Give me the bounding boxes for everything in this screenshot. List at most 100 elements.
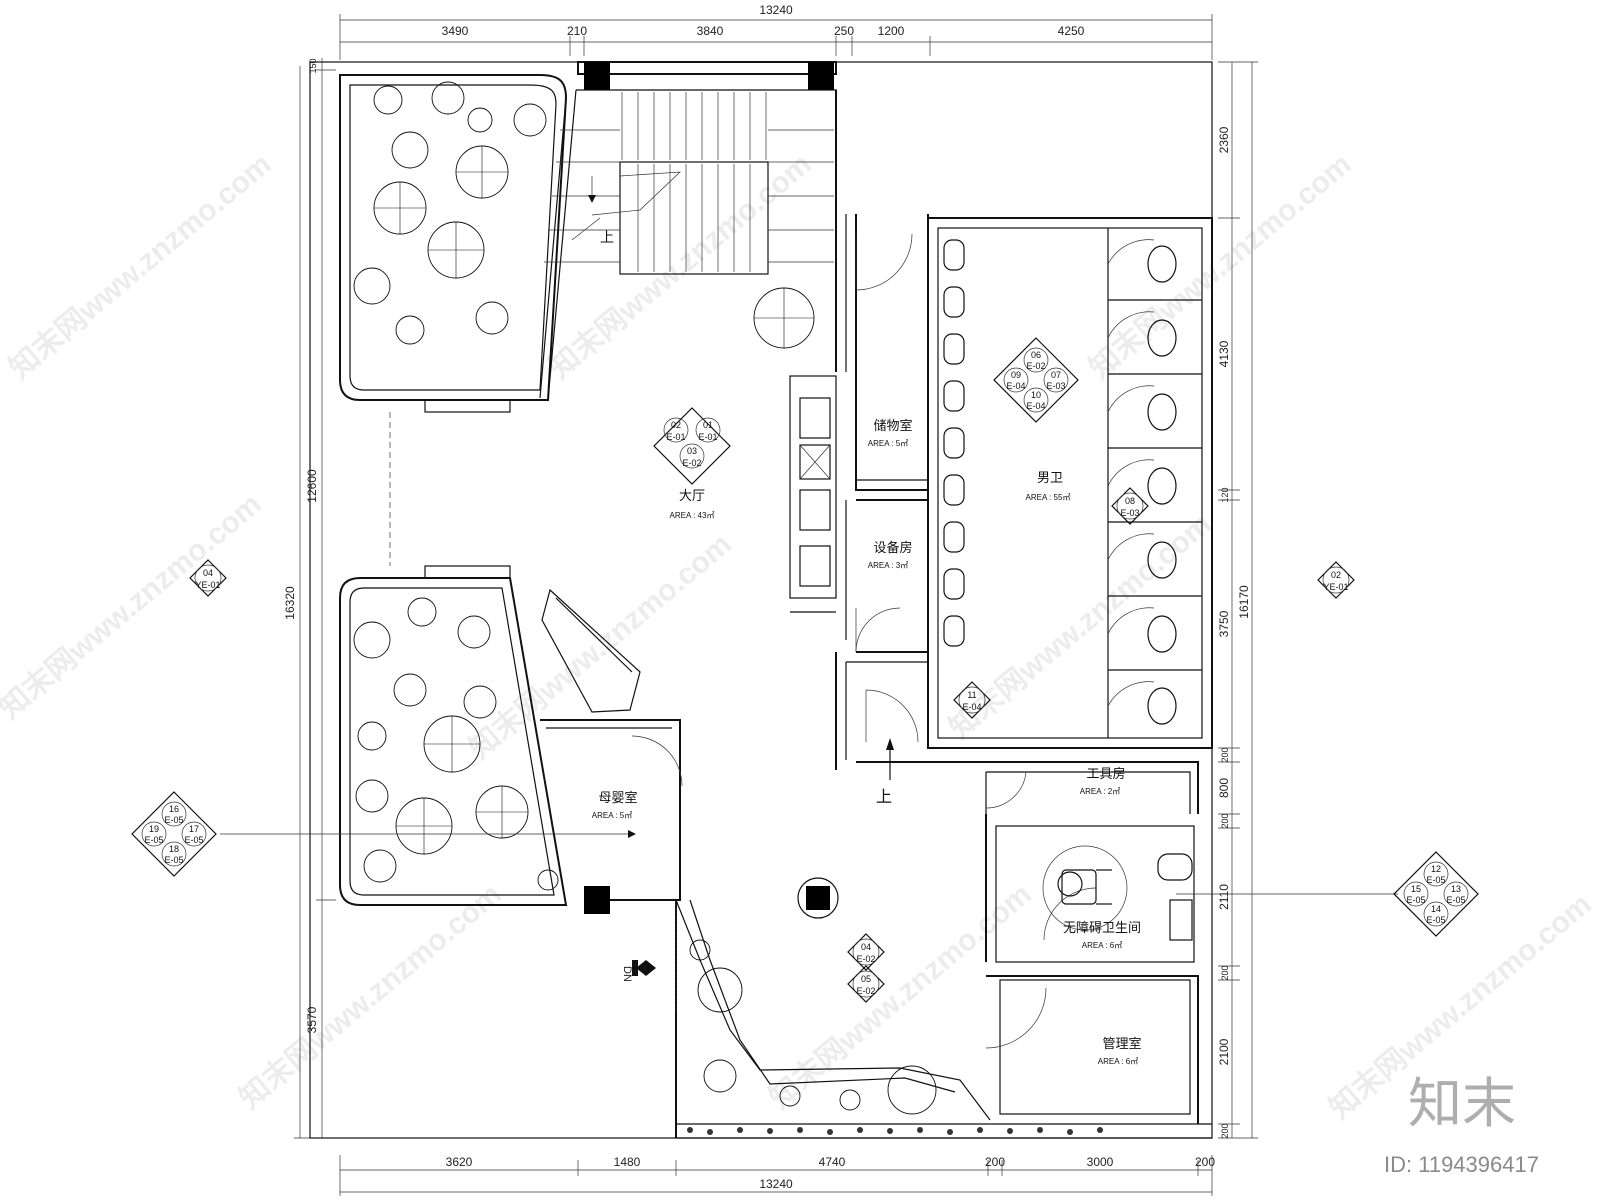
room-area: AREA : 3㎡ (868, 561, 908, 570)
dim-bottom: 4740 (819, 1155, 846, 1169)
left-dimensions: 16320 150 12600 3570 (283, 58, 336, 1139)
room-area: AREA : 6㎡ (1098, 1057, 1138, 1066)
tag-text: E-03 (1046, 381, 1065, 391)
entry-up-label: 上 (876, 787, 892, 806)
tag-text: 04 (861, 942, 871, 952)
tag-text: E-05 (164, 855, 183, 865)
tag-text: 10 (1031, 390, 1041, 400)
tag-text: 02 (1331, 570, 1341, 580)
room-area: AREA : 6㎡ (1082, 941, 1122, 950)
section-tags: 02 E-01 01 E-01 03 E-02 06 E-02 09 E-04 … (131, 337, 1479, 1003)
stair-label-up: 上 (600, 230, 614, 246)
tag-text: 09 (1011, 370, 1021, 380)
watermark: 知末网www.znzmo.com (463, 528, 737, 766)
entry-down-label: DN (621, 966, 633, 982)
room-area: AREA : 5㎡ (592, 811, 632, 820)
wheelchair-icon (1042, 845, 1128, 931)
watermarks: 知末网www.znzmo.com 知末网www.znzmo.com 知末网www… (0, 148, 1598, 1126)
watermark: 知末网www.znzmo.com (3, 148, 277, 386)
tag-text: E-05 (1446, 895, 1465, 905)
bottom-dimensions: 3620 1480 4740 200 3000 200 13240 (339, 1155, 1215, 1196)
tag-text: E-01 (666, 432, 685, 442)
dim-right: 2110 (1217, 884, 1231, 910)
room-name: 男卫 (1037, 471, 1063, 486)
building-walls: 上 (309, 61, 1213, 1139)
dim-bottom: 200 (985, 1155, 1005, 1169)
tag-text: YE-01 (1323, 582, 1348, 592)
tag-text: 08 (1125, 496, 1135, 506)
dim-right: 200 (1220, 965, 1230, 980)
dim-top: 3490 (442, 24, 469, 38)
tag-text: 06 (1031, 350, 1041, 360)
room-name: 母婴室 (598, 790, 637, 806)
tag-text: E-05 (184, 835, 203, 845)
tag-text: 16 (169, 804, 179, 814)
dim-bottom: 1480 (614, 1155, 641, 1169)
tag-text: 13 (1451, 884, 1461, 894)
tag-text: E-02 (1026, 361, 1045, 371)
room-name: 无障碍卫生间 (1063, 921, 1141, 936)
room-name: 大厅 (679, 489, 705, 504)
tag-text: E-03 (1120, 508, 1139, 518)
watermark: 知末网www.znzmo.com (0, 488, 268, 726)
dim-top: 3840 (697, 24, 724, 38)
dim-top-total: 13240 (759, 3, 793, 17)
tag-text: 18 (169, 844, 179, 854)
room-area: AREA : 55㎡ (1026, 493, 1071, 502)
planter-upper (339, 74, 568, 401)
dim-bottom-total: 13240 (759, 1177, 793, 1191)
dim-top: 4250 (1058, 24, 1085, 38)
tag-text: YE-01 (195, 580, 220, 590)
stair-treads (544, 92, 834, 272)
planter-lower (339, 577, 568, 906)
dim-left-outer: 16320 (283, 586, 297, 620)
watermark: 知末网www.znzmo.com (233, 878, 507, 1116)
room-name: 工具房 (1086, 766, 1125, 782)
dim-right: 3750 (1217, 610, 1231, 637)
dim-right: 4130 (1217, 340, 1231, 367)
tag-text: 11 (967, 690, 976, 700)
dim-right-outer: 16170 (1237, 585, 1251, 619)
squat-toilets (1107, 239, 1177, 725)
tag-text: 01 (703, 420, 713, 430)
tag-text: 14 (1431, 904, 1441, 914)
tag-text: 07 (1051, 370, 1061, 380)
tag-text: E-02 (856, 954, 875, 964)
dim-top: 210 (567, 24, 587, 38)
tag-text: E-02 (682, 458, 701, 468)
top-dimensions: 13240 3490 210 3840 250 1200 4250 (339, 3, 1213, 60)
dim-right: 200 (1220, 1123, 1230, 1138)
watermark: 知末网www.znzmo.com (543, 148, 817, 386)
tag-text: 02 (671, 420, 681, 430)
right-dimensions: 16170 2360 4130 120 3750 200 800 200 211… (1217, 61, 1258, 1139)
room-labels: 大厅 AREA : 43㎡ 储物室 AREA : 5㎡ 设备房 AREA : 3… (220, 418, 1398, 1066)
landscape-trees (353, 81, 1103, 1135)
tag-text: 17 (189, 824, 199, 834)
dim-right: 800 (1217, 778, 1231, 798)
tag-text: 04 (203, 568, 213, 578)
dim-left: 3570 (305, 1006, 319, 1033)
room-area: AREA : 43㎡ (670, 511, 715, 520)
tag-text: 03 (687, 446, 697, 456)
tag-text: E-05 (164, 815, 183, 825)
urinals (943, 239, 965, 647)
tag-text: E-05 (144, 835, 163, 845)
watermark: 知末网www.znzmo.com (943, 508, 1217, 746)
tag-text: 15 (1411, 884, 1421, 894)
dim-bottom: 200 (1195, 1155, 1215, 1169)
room-area: AREA : 2㎡ (1080, 787, 1120, 796)
dim-right: 2100 (1217, 1038, 1231, 1065)
tag-text: 05 (861, 974, 871, 984)
dim-right: 200 (1220, 747, 1230, 762)
brand-logo: 知末 (1408, 1072, 1516, 1135)
dim-left: 12600 (305, 469, 319, 503)
dim-top: 250 (834, 24, 854, 38)
room-area: AREA : 5㎡ (868, 439, 908, 448)
tag-text: E-04 (1006, 381, 1025, 391)
mens-room (927, 217, 1213, 749)
tag-text: E-01 (698, 432, 717, 442)
dim-right: 200 (1220, 813, 1230, 828)
tag-text: E-04 (962, 702, 981, 712)
tag-text: E-05 (1426, 875, 1445, 885)
